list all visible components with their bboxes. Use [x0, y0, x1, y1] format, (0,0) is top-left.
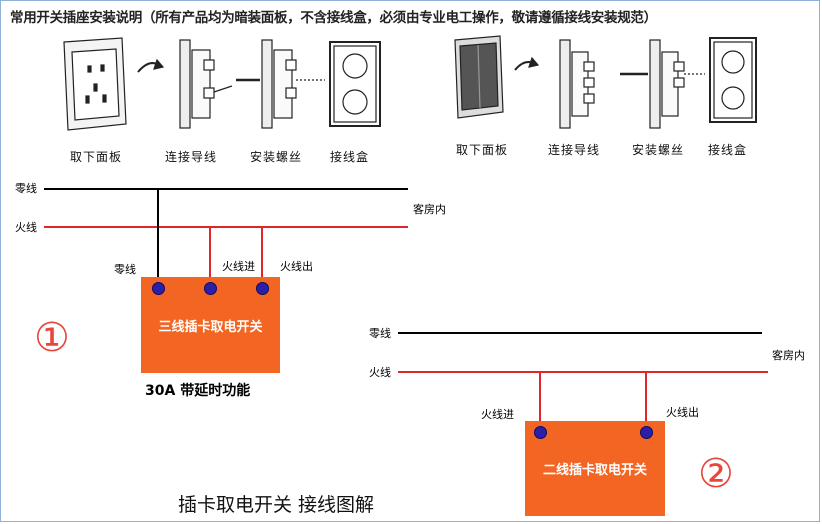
step-junction-box-label: 接线盒 [330, 150, 370, 164]
d2-live-out-terminal [640, 426, 653, 439]
wire-connection-illustration-2 [559, 39, 595, 129]
diagram-number-1: ① [34, 315, 70, 361]
d1-term-live-out-label: 火线出 [280, 260, 313, 273]
wiring-diagram-title: 插卡取电开关 接线图解 [178, 494, 375, 516]
diagram-number-2: ② [698, 451, 734, 497]
d1-live-out-terminal [256, 282, 269, 295]
d2-live-in-terminal [534, 426, 547, 439]
two-wire-switch-label: 二线插卡取电开关 [542, 463, 647, 478]
screw-install-illustration-2 [620, 39, 705, 129]
junction-box-illustration-2 [709, 37, 757, 123]
instruction-title: 常用开关插座安装说明（所有产品均为暗装面板，不含接线盒，必须由专业电工操作，敬请… [10, 10, 657, 26]
d2-term-live-in-label: 火线进 [481, 408, 514, 421]
step-junction-box-label-2: 接线盒 [708, 143, 748, 157]
d1-live-in-terminal [204, 282, 217, 295]
diagram2-wires [398, 332, 768, 432]
three-wire-switch-label: 三线插卡取电开关 [158, 319, 263, 335]
screw-install-illustration [236, 39, 325, 129]
d1-term-live-in-label: 火线进 [222, 260, 255, 273]
d1-neutral-label: 零线 [15, 182, 37, 195]
step-remove-panel-label: 取下面板 [70, 150, 123, 164]
d2-live-label: 火线 [369, 366, 391, 379]
two-wire-card-switch: 二线插卡取电开关 [525, 421, 665, 516]
step-remove-panel-label-2: 取下面板 [456, 143, 509, 157]
step-install-screws-label: 安装螺丝 [250, 150, 303, 164]
wire-connection-illustration [179, 39, 233, 129]
step-install-screws-label-2: 安装螺丝 [632, 143, 685, 157]
diagram1-wires [44, 188, 408, 287]
d2-neutral-label: 零线 [369, 327, 391, 340]
switch-panel-illustration [454, 35, 540, 119]
junction-box-illustration [329, 41, 381, 127]
d1-room-label: 客房内 [413, 203, 446, 216]
d1-live-label: 火线 [15, 221, 37, 234]
d1-rating-note: 30A 带延时功能 [145, 383, 251, 399]
step-connect-wires-label: 连接导线 [165, 150, 218, 164]
d1-neutral-terminal [152, 282, 165, 295]
socket-panel-illustration [63, 37, 165, 131]
step-connect-wires-label-2: 连接导线 [548, 143, 601, 157]
d2-term-live-out-label: 火线出 [666, 406, 699, 419]
d2-room-label: 客房内 [772, 349, 805, 362]
d1-term-neutral-label: 零线 [114, 263, 136, 276]
